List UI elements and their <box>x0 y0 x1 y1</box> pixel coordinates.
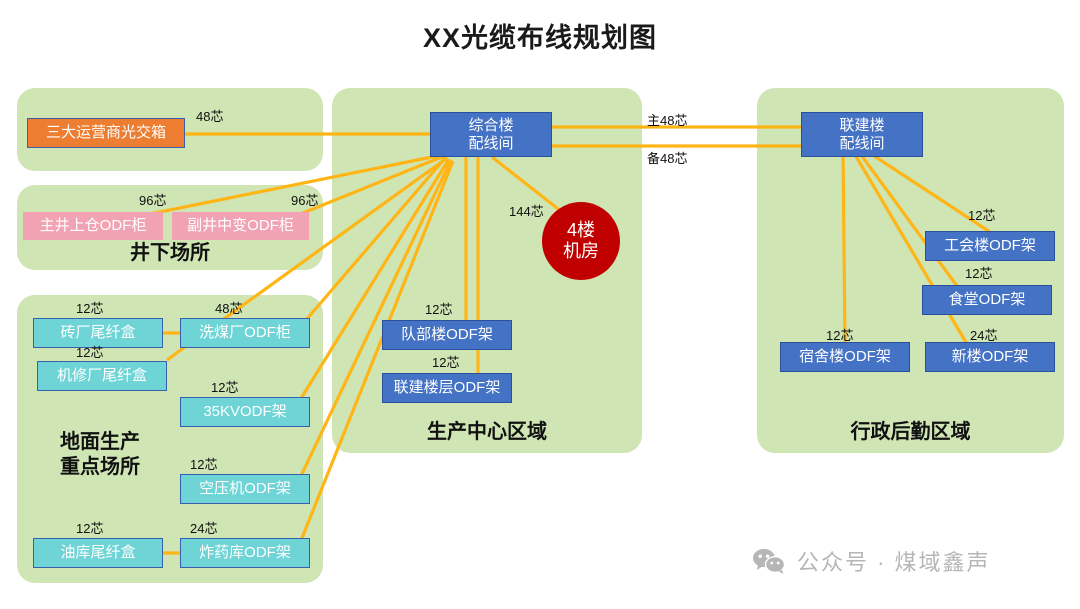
node-joint-building-room-label: 联建楼 配线间 <box>839 117 885 152</box>
page-title: XX光缆布线规划图 <box>422 23 658 53</box>
node-kv35-odf[interactable]: 35KVODF架 <box>180 397 310 427</box>
edge-label-complex-to-floor4: 144芯 <box>509 204 544 219</box>
node-carrier-box[interactable]: 三大运营商光交箱 <box>27 118 185 148</box>
node-team-building-odf[interactable]: 队部楼ODF架 <box>382 320 512 350</box>
node-new-building-odf[interactable]: 新楼ODF架 <box>925 342 1055 372</box>
node-brick-factory-box[interactable]: 砖厂尾纤盒 <box>33 318 163 348</box>
edge-label-kv35-to-complex: 12芯 <box>211 380 239 395</box>
edge-label-joint-to-dorm: 12芯 <box>826 328 854 343</box>
edge-label-coalwash-to-complex: 48芯 <box>215 301 243 316</box>
zone-surface-production-label: 地面生产 重点场所 <box>60 431 140 478</box>
edge-label-explosive-to-complex: 24芯 <box>190 521 218 536</box>
node-main-shaft-odf[interactable]: 主井上仓ODF柜 <box>23 212 163 240</box>
node-joint-floor-odf[interactable]: 联建楼层ODF架 <box>382 373 512 403</box>
watermark: 公众号 · 煤域鑫声 <box>752 545 991 577</box>
edge-label-oil-to-explosive: 12芯 <box>76 521 104 536</box>
edge-label-main-shaft-to-complex: 96芯 <box>139 193 167 208</box>
node-joint-building-room[interactable]: 联建楼 配线间 <box>801 112 923 157</box>
edge-label-aux-shaft-to-complex: 96芯 <box>291 193 319 208</box>
zone-production-center-label: 生产中心区域 <box>427 421 547 443</box>
zone-admin-logistics-label: 行政后勤区域 <box>850 421 971 443</box>
edge-label-repair-to-complex: 12芯 <box>76 345 104 360</box>
watermark-text: 公众号 · 煤域鑫声 <box>797 550 991 575</box>
node-aux-shaft-odf[interactable]: 副井中变ODF柜 <box>172 212 309 240</box>
node-complex-building-room[interactable]: 综合楼 配线间 <box>430 112 552 157</box>
edge-label-joint-to-new: 24芯 <box>970 328 998 343</box>
edge-label-aircomp-to-complex: 12芯 <box>190 457 218 472</box>
zone-underground-label: 井下场所 <box>130 242 210 264</box>
node-complex-building-room-label: 综合楼 配线间 <box>468 117 514 152</box>
edge-label-joint-to-canteen: 12芯 <box>965 266 993 281</box>
edge-label-carrier-to-complex: 48芯 <box>196 109 224 124</box>
node-union-building-odf[interactable]: 工会楼ODF架 <box>925 231 1055 261</box>
node-floor4-machine-room-label: 4楼 机房 <box>563 220 599 261</box>
node-air-compressor-odf[interactable]: 空压机ODF架 <box>180 474 310 504</box>
node-explosive-odf[interactable]: 炸药库ODF架 <box>180 538 310 568</box>
node-repair-factory-box[interactable]: 机修厂尾纤盒 <box>37 361 167 391</box>
node-canteen-odf[interactable]: 食堂ODF架 <box>922 285 1052 315</box>
edge-label-complex-to-joint-backup: 备48芯 <box>647 151 688 166</box>
edge-label-joint-to-union: 12芯 <box>968 208 996 223</box>
wechat-icon <box>752 548 786 574</box>
node-coal-wash-odf[interactable]: 洗煤厂ODF柜 <box>180 318 310 348</box>
edge-label-brick-to-repair: 12芯 <box>76 301 104 316</box>
node-dorm-building-odf[interactable]: 宿舍楼ODF架 <box>780 342 910 372</box>
node-oil-depot-box[interactable]: 油库尾纤盒 <box>33 538 163 568</box>
edge-label-complex-to-team: 12芯 <box>425 302 453 317</box>
edge-label-complex-to-jointfloor: 12芯 <box>432 355 460 370</box>
edge-label-complex-to-joint-main: 主48芯 <box>647 113 688 128</box>
node-floor4-machine-room[interactable]: 4楼 机房 <box>542 202 620 280</box>
